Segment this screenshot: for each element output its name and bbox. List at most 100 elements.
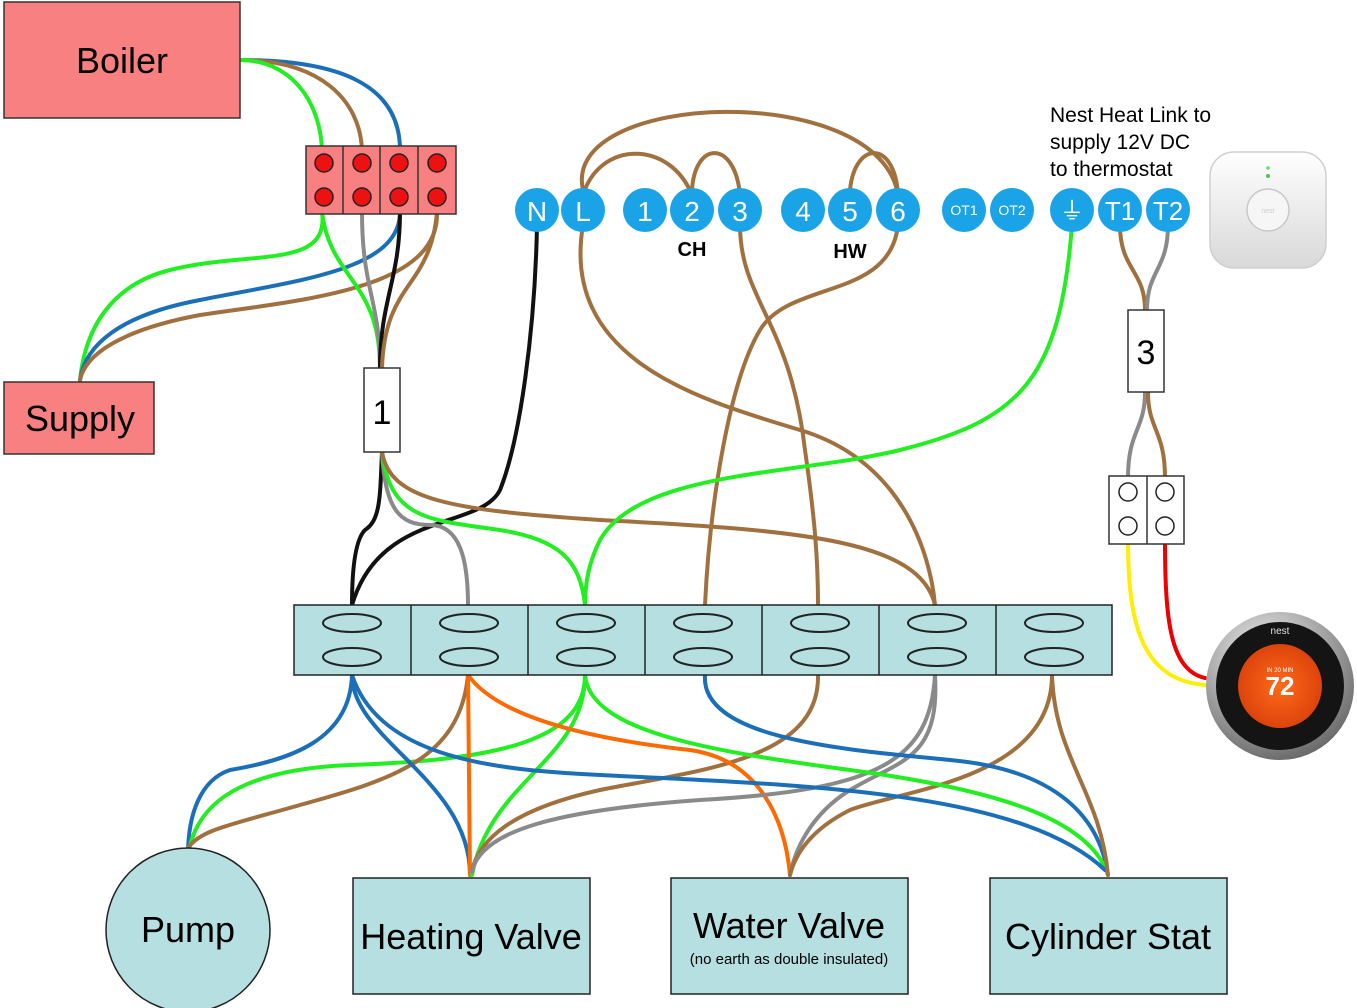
wire-cs-blue xyxy=(702,673,1110,877)
svg-text:OT1: OT1 xyxy=(950,202,977,218)
wire-boiler-green xyxy=(238,58,324,152)
water-valve-label: Water Valve xyxy=(693,905,885,946)
svg-text:supply 12V DC: supply 12V DC xyxy=(1050,131,1190,154)
wire-wv-brown xyxy=(788,673,1054,877)
terminal-l: L xyxy=(561,188,605,232)
wire-wv-orange xyxy=(466,673,792,877)
terminal-earth: ⏚ xyxy=(1050,188,1094,232)
wire-j3-brown xyxy=(1146,390,1167,480)
svg-text:1: 1 xyxy=(637,196,653,227)
pump: Pump xyxy=(105,847,271,1008)
wire-5-6-link xyxy=(848,151,900,197)
wire-j1-brown xyxy=(380,210,439,370)
wire-j1-black xyxy=(378,210,402,370)
group-ch-label: CH xyxy=(678,239,707,261)
wire-t2-grey xyxy=(1145,223,1170,312)
wire-j1-green-down xyxy=(380,450,587,607)
svg-text:to thermostat: to thermostat xyxy=(1050,158,1173,181)
svg-text:OT2: OT2 xyxy=(998,202,1025,218)
wire-j1-grey-down xyxy=(380,450,470,607)
svg-text:3: 3 xyxy=(732,196,748,227)
thermostat-brand: nest xyxy=(1271,626,1290,637)
water-valve: Water Valve (no earth as double insulate… xyxy=(670,877,909,995)
wire-stat-yellow xyxy=(1126,538,1207,687)
wire-wv-grey xyxy=(788,673,938,877)
wire-cs-brown xyxy=(1050,673,1110,877)
wire-stat-red xyxy=(1163,538,1207,680)
wire-j1-grey xyxy=(360,210,382,370)
wire-cs-green xyxy=(583,673,1110,877)
water-valve-note: (no earth as double insulated) xyxy=(690,951,888,968)
cylinder-stat: Cylinder Stat xyxy=(989,877,1228,995)
terminal-4: 4 xyxy=(781,188,825,232)
cylinder-stat-label: Cylinder Stat xyxy=(1005,916,1211,957)
nest-thermostat: nest IN 20 MIN 72 xyxy=(1206,612,1354,760)
svg-text:L: L xyxy=(575,196,591,227)
heatlink-button-icon xyxy=(1246,188,1290,232)
terminal-6: 6 xyxy=(876,188,920,232)
boiler-label: Boiler xyxy=(76,40,168,81)
svg-text:T1: T1 xyxy=(1105,196,1135,226)
wire-j1-brown-long xyxy=(380,450,937,607)
heatlink-terminals: N L 1 2 3 4 5 6 xyxy=(515,188,1190,263)
wire-3-down xyxy=(738,223,820,607)
wire-6-down xyxy=(703,223,900,607)
wire-pump-brown xyxy=(186,673,470,850)
wire-t1-brown xyxy=(1118,223,1147,312)
terminal-ot1: OT1 xyxy=(942,188,986,232)
junction-1-label: 1 xyxy=(373,394,392,432)
junction-1: 1 xyxy=(363,367,401,453)
svg-text:N: N xyxy=(527,196,547,227)
wire-supply-blue xyxy=(78,210,402,382)
wire-supply-brown xyxy=(78,210,440,382)
wire-supply-green xyxy=(78,210,325,382)
wire-cs-blue2 xyxy=(350,673,1107,872)
wire-l-to-2 xyxy=(581,151,694,197)
wire-earth-green xyxy=(583,223,1074,607)
group-hw-label: HW xyxy=(833,241,866,263)
svg-text:Nest Heat Link to: Nest Heat Link to xyxy=(1050,104,1211,127)
wire-hv-brown xyxy=(470,673,821,872)
wire-n-black xyxy=(350,223,539,607)
heatlink-note: Nest Heat Link to supply 12V DC to therm… xyxy=(1050,104,1211,181)
boiler-terminal-block xyxy=(305,145,457,215)
terminal-t1: T1 xyxy=(1098,188,1142,232)
junction-3: 3 xyxy=(1127,309,1165,393)
thermostat-temperature: 72 xyxy=(1266,671,1295,701)
supply-label: Supply xyxy=(25,398,135,439)
wire-boiler-brown xyxy=(238,58,364,152)
wire-pump-blue xyxy=(186,673,354,857)
supply-box: Supply xyxy=(3,381,155,455)
svg-text:T2: T2 xyxy=(1153,196,1183,226)
terminal-2: 2 xyxy=(670,188,714,232)
wire-l-down xyxy=(578,223,937,607)
thermostat-mode: IN 20 MIN xyxy=(1266,668,1293,674)
svg-text:6: 6 xyxy=(890,196,906,227)
pump-label: Pump xyxy=(141,909,235,950)
earth-icon: ⏚ xyxy=(1060,198,1084,225)
wire-j1-black-down xyxy=(350,450,384,607)
wire-hv-orange xyxy=(466,673,472,877)
terminal-t2: T2 xyxy=(1146,188,1190,232)
svg-text:5: 5 xyxy=(842,196,858,227)
stat-connector-block xyxy=(1108,475,1185,545)
heatlink-device-logo: nest xyxy=(1261,208,1274,215)
heating-valve: Heating Valve xyxy=(352,877,591,995)
terminal-ot2: OT2 xyxy=(990,188,1034,232)
heating-valve-label: Heating Valve xyxy=(360,916,581,957)
terminal-5: 5 xyxy=(828,188,872,232)
terminal-3: 3 xyxy=(718,188,762,232)
wire-pump-green xyxy=(186,673,587,857)
terminal-1: 1 xyxy=(623,188,667,232)
boiler-box: Boiler xyxy=(3,1,241,119)
junction-3-label: 3 xyxy=(1137,334,1156,372)
wires xyxy=(78,58,1207,877)
wire-2-3-link xyxy=(690,151,742,197)
wire-wv-greylong xyxy=(470,673,937,874)
svg-text:4: 4 xyxy=(795,196,811,227)
svg-text:2: 2 xyxy=(684,196,700,227)
junction-strip xyxy=(293,604,1113,676)
heatlink-device: nest xyxy=(1209,151,1327,269)
terminal-n: N xyxy=(515,188,559,232)
